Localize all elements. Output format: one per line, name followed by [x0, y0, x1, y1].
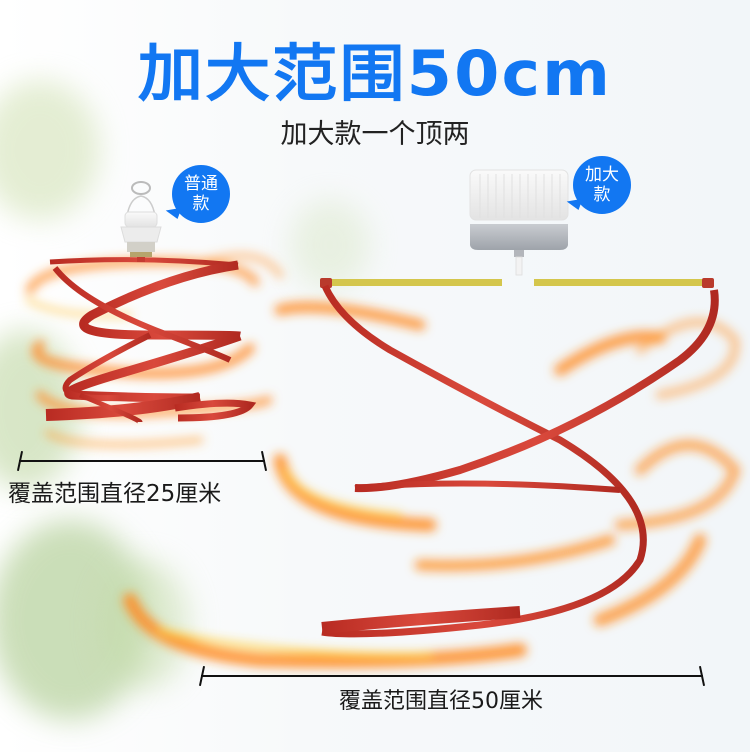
ribbon-spiral-large — [321, 284, 719, 638]
coverage-label-small: 覆盖范围直径25厘米 — [8, 481, 222, 507]
ribbon-spiral-small — [45, 257, 257, 425]
badge-large-line2: 款 — [593, 185, 611, 205]
headline-title: 加大范围50cm — [137, 37, 613, 110]
dimension-line-large — [198, 666, 706, 686]
badge-standard-line1: 普通 — [184, 174, 218, 194]
large-heater-device — [469, 169, 569, 276]
coverage-label-large: 覆盖范围直径50厘米 — [339, 689, 543, 714]
badge-large-line1: 加大 — [585, 165, 619, 185]
headline-subtitle: 加大款一个顶两 — [280, 119, 470, 150]
badge-standard-line2: 款 — [192, 194, 210, 214]
background-foliage — [0, 80, 100, 220]
standard-heater-device — [120, 181, 162, 262]
badge-standard: 普通 款 — [172, 165, 230, 223]
heat-glow-large — [123, 301, 742, 669]
background-foliage — [290, 200, 370, 290]
badge-large: 加大 款 — [573, 156, 631, 214]
dimension-line-small — [16, 451, 268, 471]
ribbon-rod — [320, 278, 714, 288]
